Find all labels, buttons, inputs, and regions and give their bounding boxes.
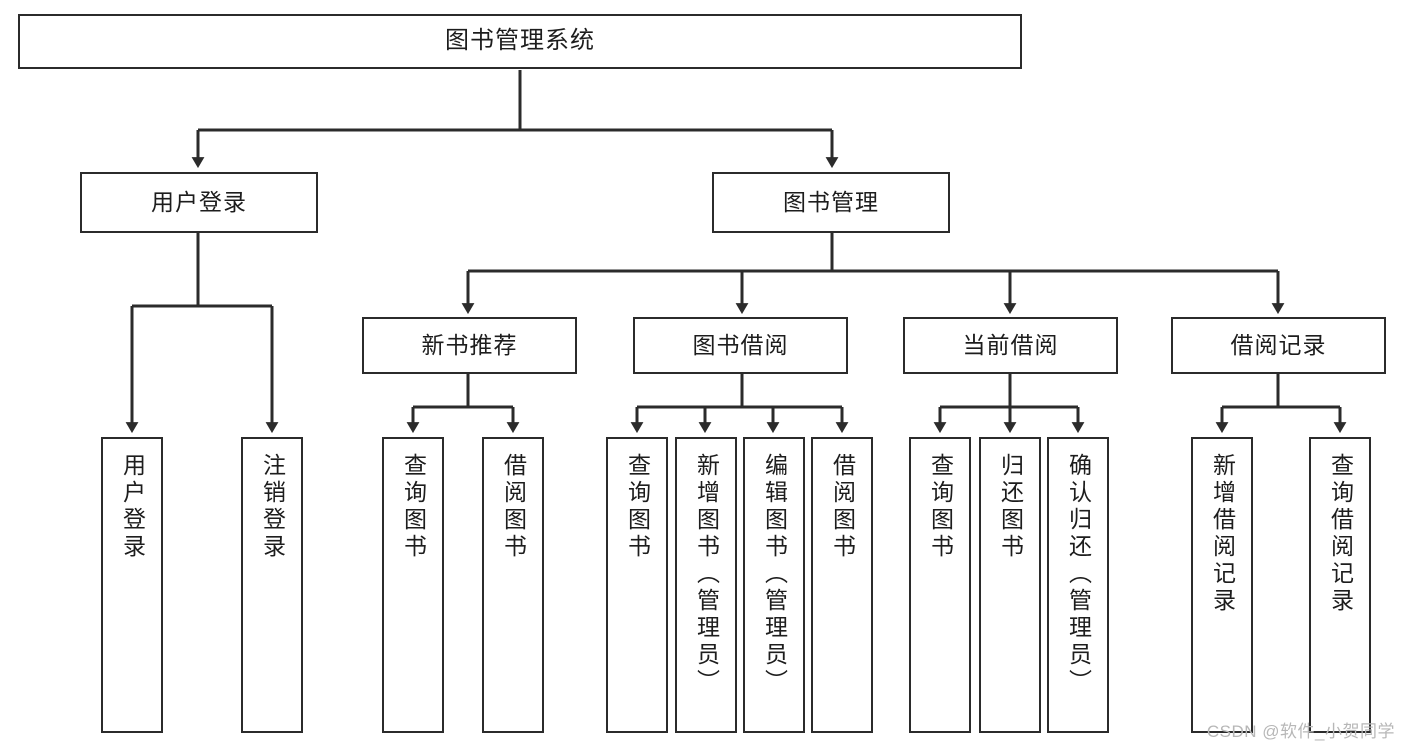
leaf-add-borrow-record[interactable]: 新增借阅记录	[1191, 437, 1253, 733]
leaf-confirm-return-admin[interactable]: 确认归还（管理员）	[1047, 437, 1109, 733]
leaf-return-book[interactable]: 归还图书	[979, 437, 1041, 733]
node-label: 新增图书（管理员）	[693, 453, 720, 696]
node-book-borrow[interactable]: 图书借阅	[633, 317, 848, 374]
node-label: 借阅图书	[829, 453, 856, 561]
leaf-query-book-new[interactable]: 查询图书	[382, 437, 444, 733]
watermark-text: CSDN @软件_小贺同学	[1206, 722, 1395, 741]
node-label: 用户登录	[119, 453, 146, 561]
leaf-borrow-book[interactable]: 借阅图书	[811, 437, 873, 733]
node-label: 用户登录	[151, 188, 247, 215]
leaf-logout[interactable]: 注销登录	[241, 437, 303, 733]
node-label: 当前借阅	[962, 331, 1059, 358]
leaf-query-book-borrow[interactable]: 查询图书	[606, 437, 668, 733]
leaf-user-login[interactable]: 用户登录	[101, 437, 163, 733]
node-label: 图书管理系统	[445, 27, 595, 55]
node-label: 查询图书	[927, 453, 954, 561]
leaf-query-book-current[interactable]: 查询图书	[909, 437, 971, 733]
leaf-add-book-admin[interactable]: 新增图书（管理员）	[675, 437, 737, 733]
node-label: 图书管理	[783, 188, 879, 215]
node-label: 注销登录	[259, 453, 286, 561]
node-label: 编辑图书（管理员）	[761, 453, 788, 696]
node-label: 借阅记录	[1230, 331, 1327, 358]
node-new-book-recommend[interactable]: 新书推荐	[362, 317, 577, 374]
node-current-borrow[interactable]: 当前借阅	[903, 317, 1118, 374]
node-label: 借阅图书	[500, 453, 527, 561]
node-label: 图书借阅	[692, 331, 789, 358]
node-borrow-record[interactable]: 借阅记录	[1171, 317, 1386, 374]
node-root-system[interactable]: 图书管理系统	[18, 14, 1022, 69]
leaf-edit-book-admin[interactable]: 编辑图书（管理员）	[743, 437, 805, 733]
node-label: 查询图书	[624, 453, 651, 561]
node-label: 查询借阅记录	[1327, 453, 1354, 615]
node-book-management[interactable]: 图书管理	[712, 172, 950, 233]
node-label: 查询图书	[400, 453, 427, 561]
node-label: 新书推荐	[421, 331, 518, 358]
leaf-borrow-book-new[interactable]: 借阅图书	[482, 437, 544, 733]
node-label: 归还图书	[997, 453, 1024, 561]
node-user-login[interactable]: 用户登录	[80, 172, 318, 233]
leaf-query-borrow-record[interactable]: 查询借阅记录	[1309, 437, 1371, 733]
node-label: 新增借阅记录	[1209, 453, 1236, 615]
node-label: 确认归还（管理员）	[1065, 453, 1092, 696]
